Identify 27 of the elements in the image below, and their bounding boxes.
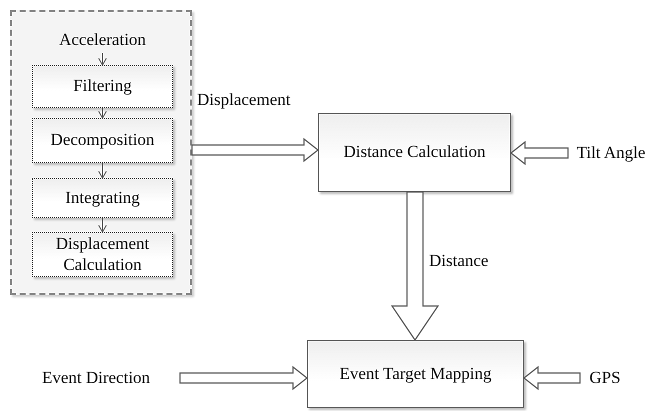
process-box <box>307 340 524 408</box>
process-box <box>32 178 173 218</box>
arrow <box>98 162 107 178</box>
dashed-group-box <box>10 10 192 295</box>
block-arrow <box>510 140 569 166</box>
label-text: GPS <box>589 368 621 388</box>
box-label: Filtering <box>73 76 132 97</box>
block-arrow <box>523 366 581 390</box>
box-label: Integrating <box>65 188 140 208</box>
arrow <box>98 52 107 66</box>
label-text: Event Direction <box>42 368 150 388</box>
label-text: Acceleration <box>59 30 146 51</box>
block-arrow <box>390 191 440 342</box>
process-box <box>318 113 511 192</box>
block-arrow <box>191 138 319 162</box>
box-label: Distance Calculation <box>343 142 486 163</box>
process-box <box>32 232 173 277</box>
arrow <box>98 218 107 232</box>
arrow <box>98 108 107 118</box>
box-label: Displacement Calculation <box>54 234 150 275</box>
block-arrow <box>179 366 308 390</box>
process-box <box>32 118 173 163</box>
label-text: Tilt Angle <box>576 142 646 164</box>
process-box <box>32 65 173 108</box>
edge-label: Displacement <box>196 90 292 110</box>
box-label: Decomposition <box>50 130 154 151</box>
box-label: Event Target Mapping <box>339 364 492 384</box>
